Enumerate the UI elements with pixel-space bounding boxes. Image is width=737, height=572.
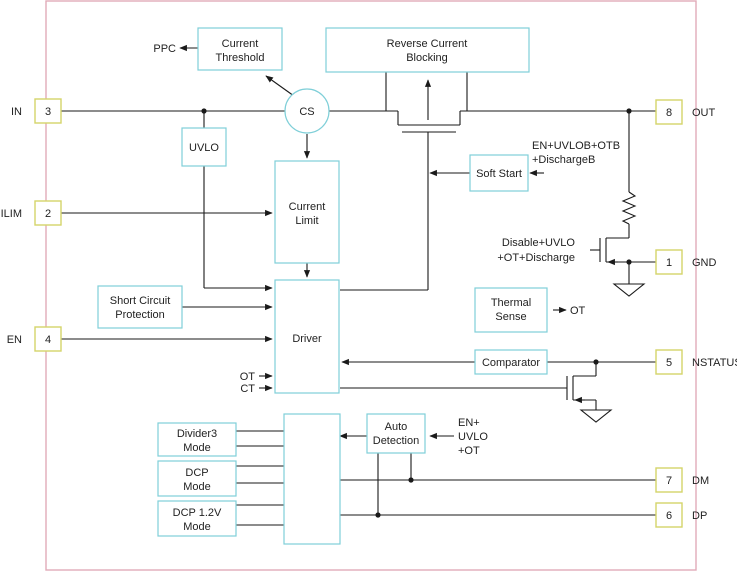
divider3-line2: Mode <box>183 442 211 454</box>
comparator-label: Comparator <box>482 357 540 369</box>
ppc-label: PPC <box>153 43 176 55</box>
current-limit-line2: Limit <box>295 215 318 227</box>
comparator-block: Comparator <box>474 349 548 375</box>
chip-outline <box>45 0 697 571</box>
pin-out-label: OUT <box>692 107 716 119</box>
uvlo-label: UVLO <box>189 142 219 154</box>
dcp12-mode-block: DCP 1.2V Mode <box>157 500 237 537</box>
soft-start-block: Soft Start <box>469 154 529 192</box>
auto-detect-input-line1: EN+ <box>458 417 480 429</box>
cs-block: CS <box>284 88 330 134</box>
auto-detection-line2: Detection <box>373 435 419 447</box>
ot-output-label: OT <box>570 305 586 317</box>
ot-input-label: OT <box>240 371 256 383</box>
pin-nstatus-label: NSTATUS <box>692 357 737 369</box>
auto-detect-input-line3: +OT <box>458 445 480 457</box>
short-circuit-block: Short Circuit Protection <box>97 285 183 329</box>
dcp-line1: DCP <box>185 467 208 479</box>
divider3-line1: Divider3 <box>177 428 217 440</box>
auto-detect-input-line2: UVLO <box>458 431 488 443</box>
soft-start-input-line2: +DischargeB <box>532 154 595 166</box>
pin-in: 3 IN <box>11 98 62 124</box>
pin-dm: 7 DM <box>655 467 709 493</box>
dcp12-line2: Mode <box>183 521 211 533</box>
driver-label: Driver <box>292 333 322 345</box>
pin-en-number: 4 <box>45 334 51 346</box>
dcp-line2: Mode <box>183 481 211 493</box>
reverse-current-line1: Reverse Current <box>387 38 468 50</box>
discharge-input-line2: +OT+Discharge <box>497 252 575 264</box>
pin-dp: 6 DP <box>655 502 707 528</box>
discharge-input-line1: Disable+UVLO <box>502 237 576 249</box>
soft-start-label: Soft Start <box>476 168 522 180</box>
pin-dm-label: DM <box>692 475 709 487</box>
reverse-current-line2: Blocking <box>406 52 448 64</box>
pin-in-number: 3 <box>45 106 51 118</box>
thermal-sense-line1: Thermal <box>491 297 531 309</box>
thermal-sense-block: Thermal Sense <box>474 287 548 333</box>
pin-out-number: 8 <box>666 107 672 119</box>
dcp12-line1: DCP 1.2V <box>173 507 222 519</box>
pin-gnd: 1 GND <box>655 249 717 275</box>
pin-dp-number: 6 <box>666 510 672 522</box>
pin-gnd-label: GND <box>692 257 717 269</box>
pin-nstatus: 5 NSTATUS <box>655 349 737 375</box>
pin-ilim: 2 ILIM <box>1 200 62 226</box>
dcp-mode-block: DCP Mode <box>157 460 237 497</box>
driver-block: Driver <box>274 279 340 394</box>
cs-label: CS <box>299 106 314 118</box>
pin-dp-label: DP <box>692 510 707 522</box>
auto-detection-line1: Auto <box>385 421 408 433</box>
short-circuit-line2: Protection <box>115 309 165 321</box>
soft-start-input-line1: EN+UVLOB+OTB <box>532 140 620 152</box>
wires <box>61 44 656 526</box>
pin-en: 4 EN <box>7 326 62 352</box>
current-limit-block: Current Limit <box>274 160 340 264</box>
current-limit-line1: Current <box>289 201 326 213</box>
pin-ilim-label: ILIM <box>1 208 22 220</box>
pin-en-label: EN <box>7 334 22 346</box>
divider3-mode-block: Divider3 Mode <box>157 422 237 457</box>
pin-gnd-number: 1 <box>666 257 672 269</box>
uvlo-block: UVLO <box>181 127 227 167</box>
current-threshold-line2: Threshold <box>216 52 265 64</box>
ct-input-label: CT <box>240 383 255 395</box>
current-threshold-block: Current Threshold <box>197 27 283 71</box>
current-threshold-line1: Current <box>222 38 259 50</box>
pin-nstatus-number: 5 <box>666 357 672 369</box>
short-circuit-line1: Short Circuit <box>110 295 171 307</box>
pin-dm-number: 7 <box>666 475 672 487</box>
pin-out: 8 OUT <box>655 99 716 125</box>
pin-in-label: IN <box>11 106 22 118</box>
reverse-current-blocking-block: Reverse Current Blocking <box>325 27 530 73</box>
pin-ilim-number: 2 <box>45 208 51 220</box>
auto-detection-block: Auto Detection <box>366 413 426 454</box>
mode-switch-block <box>283 413 341 545</box>
thermal-sense-line2: Sense <box>495 311 526 323</box>
